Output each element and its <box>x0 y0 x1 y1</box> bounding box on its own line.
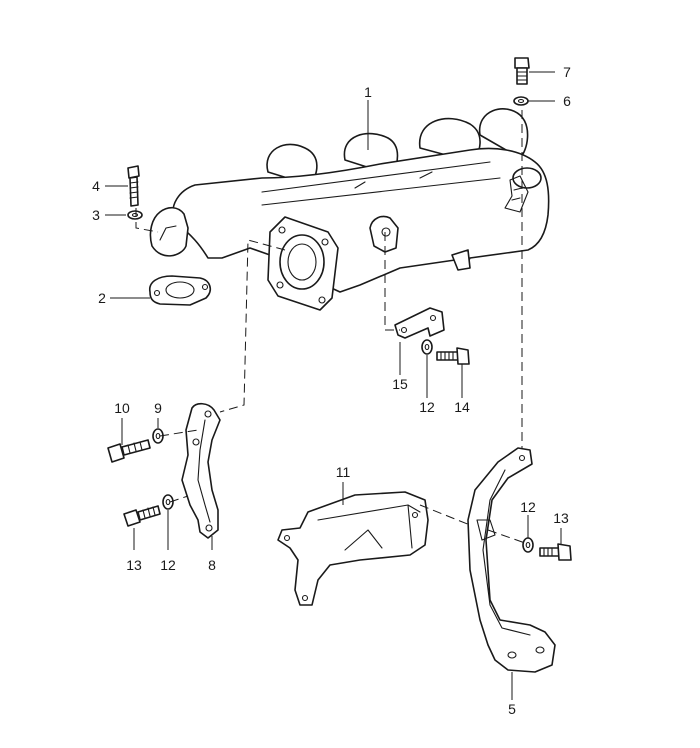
callout-13-right: 13 <box>553 510 569 526</box>
assembly-lines <box>135 110 526 544</box>
callout-5: 5 <box>508 701 516 717</box>
washer-12-left <box>162 494 174 510</box>
callout-1: 1 <box>364 84 372 100</box>
callout-leaders <box>105 71 562 700</box>
callout-14: 14 <box>454 399 470 415</box>
callout-12-left: 12 <box>160 557 176 573</box>
support-bracket-5 <box>467 447 556 673</box>
callout-6: 6 <box>563 93 571 109</box>
support-bracket-8 <box>181 402 221 539</box>
intake-manifold <box>149 108 550 311</box>
callout-8: 8 <box>208 557 216 573</box>
callout-4: 4 <box>92 178 100 194</box>
callout-15: 15 <box>392 376 408 392</box>
callout-2: 2 <box>98 290 106 306</box>
washer-6 <box>513 96 529 106</box>
washer-12-right <box>522 537 534 553</box>
flange-gasket <box>148 275 212 306</box>
washer-3 <box>127 210 143 220</box>
callout-7: 7 <box>563 64 571 80</box>
callout-12-right: 12 <box>520 499 536 515</box>
bolt-10 <box>107 439 151 463</box>
heat-shield-11 <box>277 491 429 606</box>
bolt-7 <box>514 57 530 85</box>
callout-12-upper: 12 <box>419 399 435 415</box>
bolt-13-left <box>123 505 161 527</box>
washer-12-upper <box>421 339 433 355</box>
bolt-13-right <box>539 543 572 561</box>
callout-9: 9 <box>154 400 162 416</box>
bolt-4 <box>127 165 140 207</box>
callout-labels: 1 2 3 4 5 6 7 8 9 10 11 12 12 12 13 13 1… <box>92 64 571 717</box>
callout-10: 10 <box>114 400 130 416</box>
callout-3: 3 <box>92 207 100 223</box>
bolt-14 <box>436 347 470 365</box>
callout-11: 11 <box>336 464 351 480</box>
callout-13-left: 13 <box>126 557 142 573</box>
bracket-15 <box>394 307 445 339</box>
